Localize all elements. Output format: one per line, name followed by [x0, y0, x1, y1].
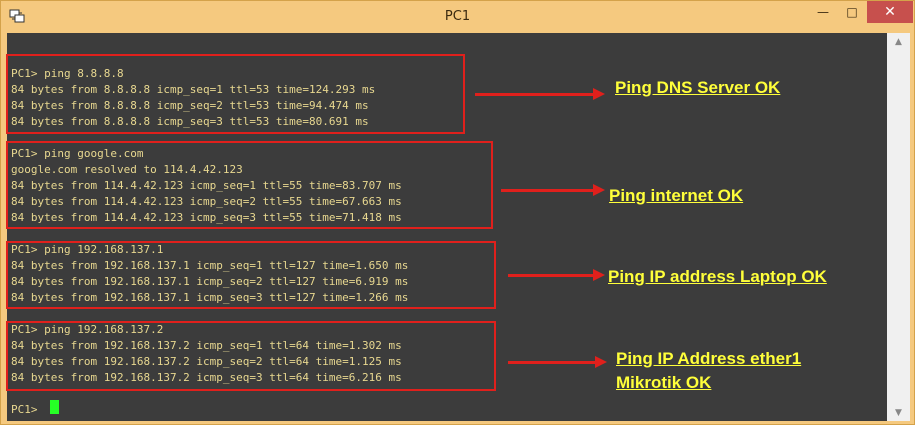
arrow-right-icon [508, 269, 605, 281]
terminal-line: 84 bytes from 114.4.42.123 icmp_seq=1 tt… [11, 179, 402, 192]
arrow-right-icon [501, 184, 605, 196]
terminal-line: 84 bytes from 192.168.137.1 icmp_seq=3 t… [11, 291, 409, 304]
terminal-line: 84 bytes from 192.168.137.2 icmp_seq=2 t… [11, 355, 402, 368]
text-cursor [50, 400, 59, 414]
window-title: PC1 [444, 9, 471, 24]
annotation-internet: Ping internet OK [609, 186, 744, 205]
terminal-line: 84 bytes from 8.8.8.8 icmp_seq=2 ttl=53 … [11, 99, 369, 112]
terminal-line: 84 bytes from 8.8.8.8 icmp_seq=1 ttl=53 … [11, 83, 376, 96]
maximize-button[interactable]: □ [846, 5, 858, 19]
annotation-ether1-line2: Mikrotik OK [616, 373, 712, 392]
terminal-line: PC1> ping 192.168.137.1 [11, 243, 164, 256]
highlight-box-dns [6, 54, 465, 134]
terminal-line: 84 bytes from 192.168.137.2 icmp_seq=3 t… [11, 371, 402, 384]
terminal-prompt: PC1> [11, 403, 38, 416]
terminal-line: 84 bytes from 192.168.137.1 icmp_seq=1 t… [11, 259, 409, 272]
terminal-line: 84 bytes from 192.168.137.2 icmp_seq=1 t… [11, 339, 402, 352]
terminal-line: PC1> ping 192.168.137.2 [11, 323, 164, 336]
close-button[interactable]: ✕ [867, 1, 913, 23]
highlight-box-internet [6, 141, 493, 229]
minimize-button[interactable]: — [817, 5, 829, 19]
terminal-line: 84 bytes from 114.4.42.123 icmp_seq=3 tt… [11, 211, 402, 224]
scroll-down-arrow-icon[interactable]: ▼ [895, 407, 902, 418]
terminal-line: google.com resolved to 114.4.42.123 [11, 163, 243, 176]
terminal-line: PC1> ping 8.8.8.8 [11, 67, 124, 80]
annotation-laptop: Ping IP address Laptop OK [608, 267, 827, 286]
highlight-box-ether1 [6, 321, 496, 391]
vertical-scrollbar[interactable]: ▲ ▼ [887, 33, 910, 421]
title-bar[interactable]: PC1 — □ ✕ [1, 1, 914, 33]
highlight-box-laptop [6, 241, 496, 309]
annotation-ether1-line1: Ping IP Address ether1 [616, 349, 802, 368]
annotation-dns: Ping DNS Server OK [615, 78, 781, 97]
scroll-up-arrow-icon[interactable]: ▲ [895, 36, 902, 47]
app-icon [9, 9, 25, 23]
terminal-line: 84 bytes from 114.4.42.123 icmp_seq=2 tt… [11, 195, 402, 208]
terminal-line: 84 bytes from 192.168.137.1 icmp_seq=2 t… [11, 275, 409, 288]
terminal-line: 84 bytes from 8.8.8.8 icmp_seq=3 ttl=53 … [11, 115, 369, 128]
arrow-right-icon [475, 88, 605, 100]
terminal-line: PC1> ping google.com [11, 147, 144, 160]
arrow-right-icon [508, 356, 607, 368]
